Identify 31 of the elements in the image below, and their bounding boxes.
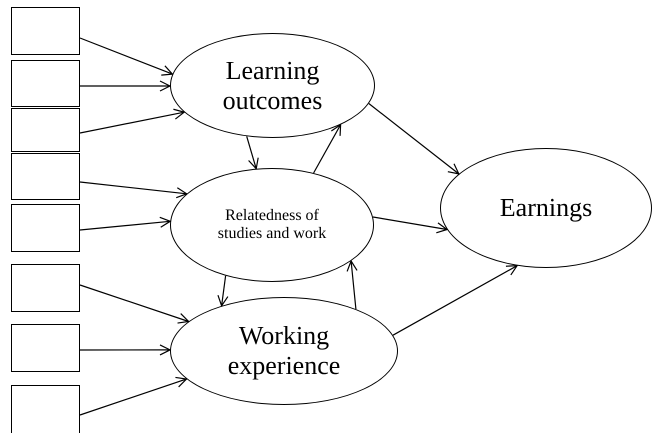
indicator-box — [11, 385, 80, 433]
node-label: Working experience — [226, 321, 342, 381]
arrow — [80, 376, 188, 416]
arrow — [346, 260, 358, 310]
arrow — [80, 181, 188, 198]
node-label: Learning outcomes — [222, 56, 324, 116]
indicator-box — [11, 153, 80, 200]
arrow — [372, 216, 448, 234]
arrow — [392, 265, 518, 336]
node-label: Relatedness of studies and work — [216, 206, 328, 244]
arrow — [80, 344, 171, 356]
construct-ellipse — [170, 33, 375, 138]
arrow — [368, 103, 460, 174]
arrow — [246, 136, 259, 170]
arrow — [217, 276, 228, 306]
node-label: Earnings — [500, 193, 592, 223]
arrow — [80, 284, 190, 324]
indicator-box — [11, 7, 80, 55]
arrow — [80, 216, 171, 231]
arrow — [80, 108, 185, 134]
indicator-box — [11, 108, 80, 152]
indicator-box — [11, 60, 80, 107]
arrow — [80, 37, 173, 76]
arrow — [80, 80, 171, 92]
indicator-box — [11, 264, 80, 312]
construct-ellipse — [440, 148, 652, 268]
indicator-box — [11, 204, 80, 252]
construct-ellipse — [170, 168, 374, 282]
construct-ellipse — [170, 297, 398, 405]
indicator-box — [11, 324, 80, 372]
arrow — [313, 124, 342, 174]
